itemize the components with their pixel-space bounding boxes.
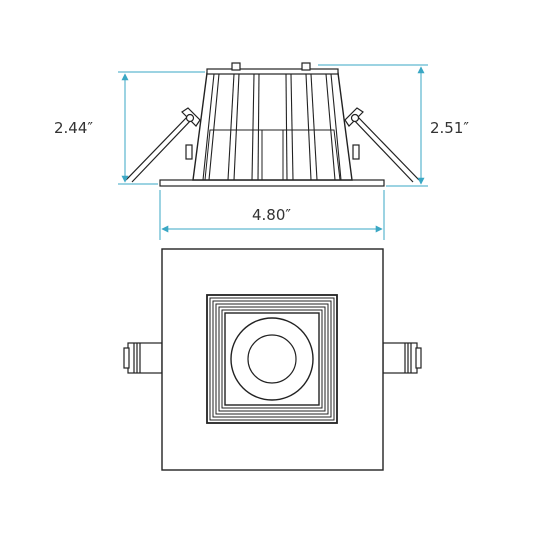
trim-flange (159, 179, 385, 187)
top-screw-right (301, 62, 311, 71)
label-total-height: 2.51″ (430, 119, 469, 137)
connector-right (382, 342, 422, 374)
baffle-inner (224, 312, 320, 406)
lens-outer-ring (230, 317, 314, 401)
outer-trim-square (161, 248, 384, 471)
housing-inner-block (204, 129, 341, 181)
dimension-lines (118, 64, 428, 240)
baffle-steps (209, 297, 335, 421)
side-view (125, 62, 420, 187)
spring-clip-right (344, 107, 420, 183)
lens-inner (247, 334, 297, 384)
label-side-height: 2.44″ (54, 119, 93, 137)
heat-sink-fins (202, 73, 342, 181)
housing-top-cap (206, 68, 339, 75)
connector-left (123, 342, 163, 374)
top-screw-left (231, 62, 241, 71)
baffle-outer (206, 294, 338, 424)
housing-body (192, 72, 353, 181)
spring-clip-left (125, 107, 201, 183)
label-width: 4.80″ (252, 206, 291, 224)
front-view (123, 248, 422, 471)
